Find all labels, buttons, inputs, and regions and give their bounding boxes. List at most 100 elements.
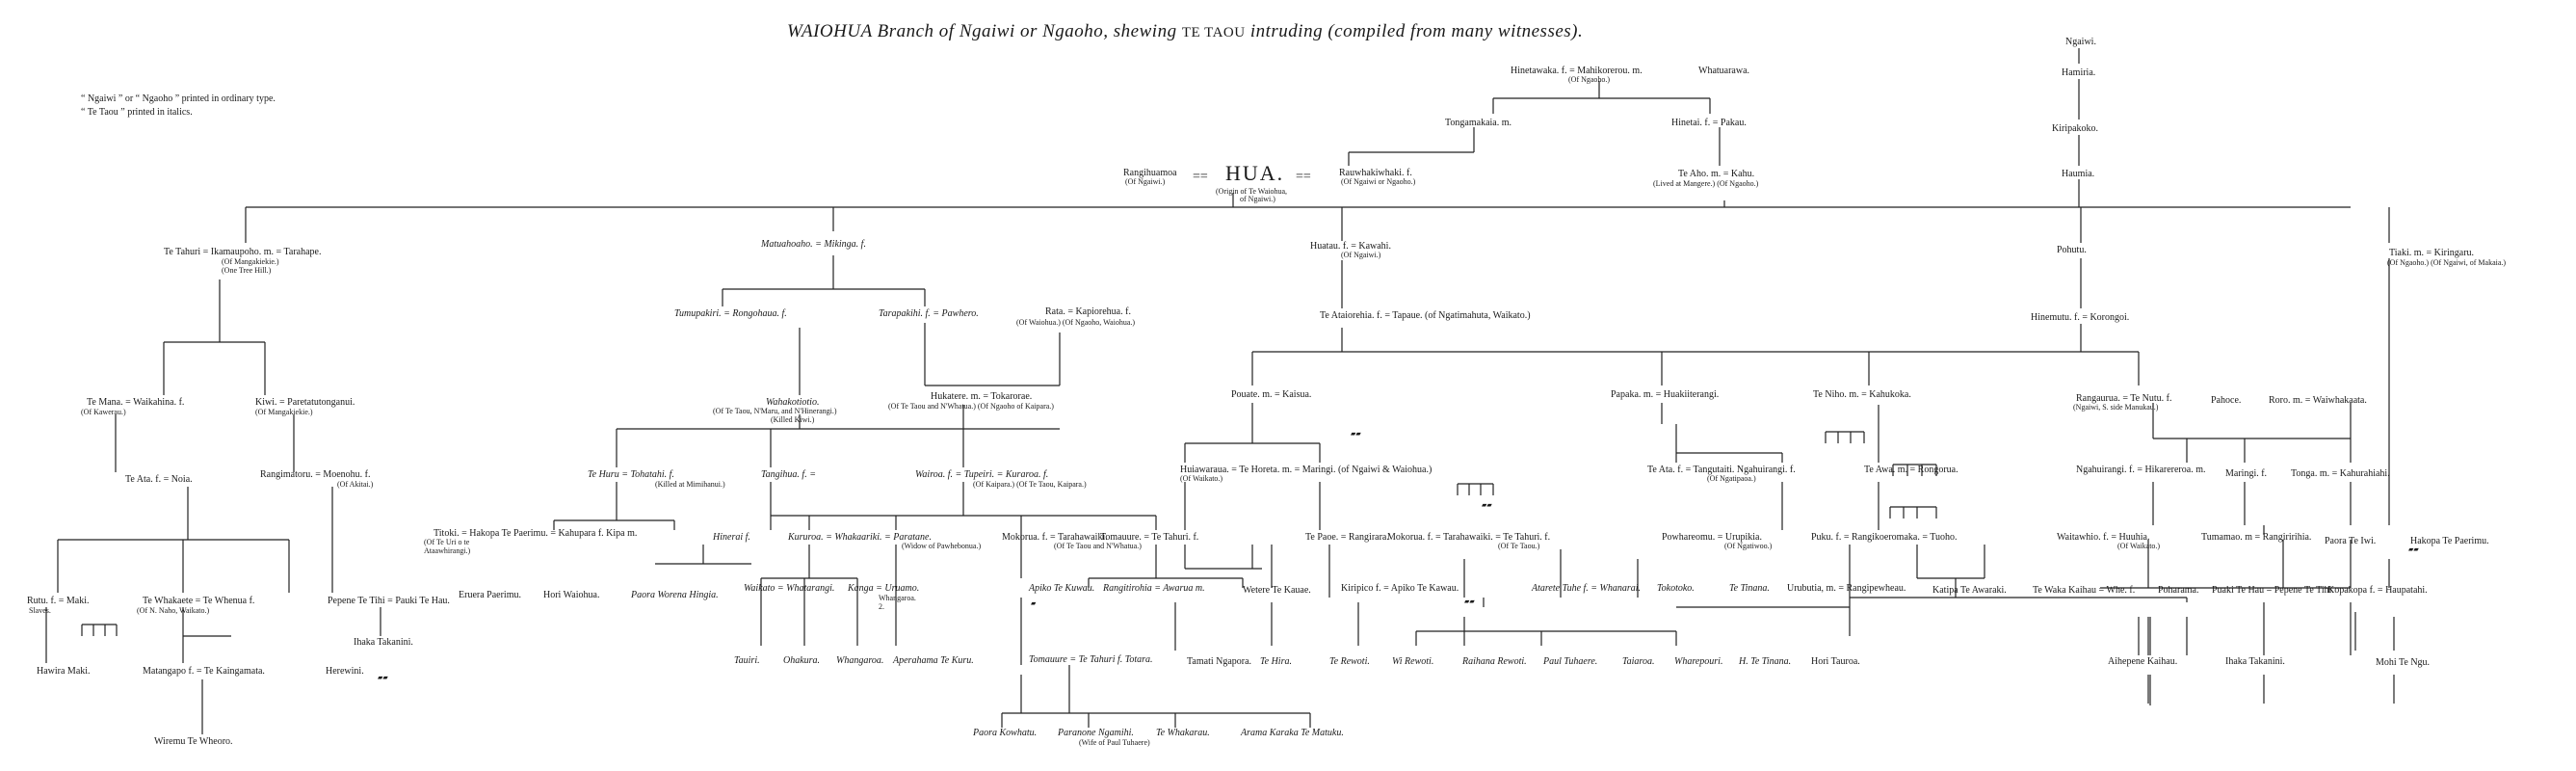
- couple-pepene: Pepene Te Tihi = Pauki Te Hau.: [328, 596, 450, 606]
- couple-tumamao: Tumamao. m = Rangiririhia.: [2201, 532, 2312, 543]
- note-mokorua: (Of Te Taou and N'Whatua.): [1054, 542, 1142, 550]
- note-rangaurua: (Ngaiwi, S. side Manukau.): [2073, 403, 2159, 412]
- note-huiawaraua: (Of Waikato.): [1180, 474, 1223, 483]
- person-paora-te-iwi: Paora Te Iwi.: [2325, 536, 2377, 546]
- couple-teata-noia: Te Ata. f. = Noia.: [125, 474, 193, 485]
- person-ohakura: Ohakura.: [783, 655, 821, 666]
- person-ngaiwi: Ngaiwi.: [2065, 37, 2096, 47]
- person-te-hira: Te Hira.: [1260, 656, 1292, 667]
- couple-teataiorehia: Te Ataiorehia. f. = Tapaue. (of Ngatimah…: [1320, 310, 1531, 321]
- person-pahoce: Pahoce.: [2211, 395, 2242, 406]
- couple-rata: Rata. = Kapiorehua. f.: [1045, 306, 1131, 317]
- person-apiko: Apiko Te Kuwau.: [1029, 583, 1095, 594]
- ink-mark: ▰▰: [378, 674, 388, 681]
- couple-puaki: Puaki Te Hau = Pepene Te Tihi.: [2212, 585, 2334, 596]
- couple-mokorua: Mokorua. f. = Tarahawaiki.: [1002, 532, 1108, 543]
- note-rauwhakiwhaki: (Of Ngaiwi or Ngaoho.): [1341, 177, 1416, 186]
- note-teruru: (Killed at Mimihanui.): [655, 480, 725, 489]
- person-hinerai: Hinerai f.: [713, 532, 750, 543]
- couple-teawa: Te Awa. m. = Rongorua.: [1864, 465, 1958, 475]
- person-wahakotiotio: Wahakotiotio.: [766, 397, 820, 408]
- note-wahakotiotio-2: (Killed Kiwi.): [771, 415, 815, 424]
- couple-powhareomu: Powhareomu. = Urupikia.: [1662, 532, 1762, 543]
- legend-ngaiwi: “ Ngaiwi ” or “ Ngaoho ” printed in ordi…: [81, 93, 276, 104]
- note-kanga: Whangaroa. 2.: [879, 594, 916, 611]
- couple-hinetai: Hinetai. f. = Pakau.: [1671, 118, 1747, 128]
- person-paora-worena: Paora Worena Hingia.: [631, 590, 719, 600]
- person-paul-tuhaere: Paul Tuhaere.: [1543, 656, 1598, 667]
- person-hori-tauroa: Hori Tauroa.: [1811, 656, 1860, 667]
- couple-waikato: Waikato = Whatarangi.: [744, 583, 835, 594]
- note-tewhakaete: (Of N. Naho, Waikato.): [137, 606, 210, 615]
- couple-wairoa: Wairoa. f. = Tupeiri. = Kuraroa. f.: [915, 469, 1049, 480]
- couple-rutu: Rutu. f. = Maki.: [27, 596, 90, 606]
- person-wetere: Wetere Te Kauae.: [1243, 585, 1311, 596]
- note-teata-tangutaiti: (Of Ngatipaoa.): [1707, 474, 1756, 483]
- person-rangihuamoa: Rangihuamoa: [1123, 168, 1177, 178]
- person-tauiri: Tauiri.: [734, 655, 760, 666]
- note-hukatere: (Of Te Taou and N'Whatua.) (Of Ngaoho of…: [888, 402, 1054, 411]
- person-wharepouri: Wharepouri.: [1674, 656, 1723, 667]
- title-part-1: WAIOHUA Branch of Ngaiwi or Ngaoho, shew…: [787, 21, 1182, 41]
- person-te-whakarau: Te Whakarau.: [1156, 728, 1210, 738]
- note-teaho: (Lived at Mangere.) (Of Ngaoho.): [1653, 179, 1759, 188]
- couple-urubutia: Urubutia, m. = Rangipewheau.: [1787, 583, 1906, 594]
- person-hawira: Hawira Maki.: [37, 666, 91, 677]
- person-te-tinana: Te Tinana.: [1729, 583, 1770, 594]
- couple-kopakopa: Kopakopa f. = Haupatahi.: [2327, 585, 2428, 596]
- couple-hinemutu: Hinemutu. f. = Korongoi.: [2031, 312, 2130, 323]
- person-eruera: Eruera Paerimu.: [459, 590, 521, 600]
- couple-teata-tangutaiti: Te Ata. f. = Tangutaiti. Ngahuirangi. f.: [1647, 465, 1796, 475]
- couple-rangaurua: Rangaurua. = Te Nutu. f.: [2076, 393, 2172, 404]
- person-hori-waiohua: Hori Waiohua.: [543, 590, 600, 600]
- person-raihana: Raihana Rewoti.: [1462, 656, 1527, 667]
- person-maringi: Maringi. f.: [2225, 468, 2268, 479]
- person-hakopa-te-paerimu: Hakopa Te Paerimu.: [2410, 536, 2489, 546]
- note-tetahuri-2: (One Tree Hill.): [222, 266, 272, 275]
- ink-mark: ▰▰: [1351, 430, 1361, 438]
- person-rauwhakiwhaki: Rauwhakiwhaki. f.: [1339, 168, 1412, 178]
- couple-papaka: Papaka. m. = Huakiiterangi.: [1611, 389, 1720, 400]
- person-tongamakaia: Tongamakaia. m.: [1445, 118, 1511, 128]
- couple-tomauure-totara: Tomauure = Te Tahuri f. Totara.: [1029, 654, 1153, 665]
- couple-tonga: Tonga. m. = Kahurahiahi.: [2291, 468, 2390, 479]
- couple-waitawhio: Waitawhio. f. = Huuhia.: [2057, 532, 2150, 543]
- note-rata: (Of Waiohua.) (Of Ngaoho, Waiohua.): [1016, 318, 1136, 327]
- person-pohutu: Pohutu.: [2057, 245, 2087, 255]
- person-poharama: Poharama.: [2158, 585, 2199, 596]
- couple-hinetawaka: Hinetawaka. f. = Mahikorerou. m.: [1511, 66, 1643, 76]
- note-powhareomu: (Of Ngatiwoo.): [1724, 542, 1773, 550]
- note-paranone: (Wife of Paul Tuhaere): [1079, 738, 1150, 747]
- ink-mark: ▰▰: [1464, 598, 1475, 605]
- person-h-te-tinana: H. Te Tinana.: [1739, 656, 1792, 667]
- title-te-taou: TE TAOU: [1181, 25, 1246, 40]
- couple-tewhakaete: Te Whakaete = Te Whenua f.: [143, 596, 255, 606]
- note-huatau: (Of Ngaiwi.): [1341, 251, 1381, 259]
- person-ihaka-takanini-1: Ihaka Takanini.: [354, 637, 413, 648]
- person-taiaroa: Taiaroa.: [1622, 656, 1655, 667]
- person-kiripakoko: Kiripakoko.: [2052, 123, 2099, 134]
- person-haumia: Haumia.: [2062, 169, 2095, 179]
- person-mohi: Mohi Te Ngu.: [2376, 657, 2431, 668]
- person-whatuarawa: Whatuarawa.: [1698, 66, 1750, 76]
- person-paora-kowhatu: Paora Kowhatu.: [973, 728, 1038, 738]
- couple-tiaki: Tiaki. m. = Kiringaru.: [2389, 248, 2475, 258]
- couple-huatau: Huatau. f. = Kawahi.: [1310, 241, 1391, 252]
- couple-tepaoe: Te Paoe. = Rangirara.: [1305, 532, 1389, 543]
- person-hamiria: Hamiria.: [2062, 67, 2096, 78]
- note-rangihuamoa: (Of Ngaiwi.): [1125, 177, 1166, 186]
- note-tetahuri-1: (Of Mangakiekie.): [222, 257, 279, 266]
- note-waitawhio: (Of Waikato.): [2117, 542, 2161, 550]
- ink-mark: ▰▰: [2408, 545, 2419, 553]
- couple-rangimatoru: Rangimatoru. = Moenohu. f.: [260, 469, 371, 480]
- couple-temana: Te Mana. = Waikahina. f.: [87, 397, 185, 408]
- couple-kiwi: Kiwi. = Paretatutonganui.: [255, 397, 355, 408]
- person-hua: HUA.: [1225, 161, 1285, 185]
- couple-tomauure: Tomauure. = Te Tahuri. f.: [1100, 532, 1199, 543]
- couple-kanga: Kanga = Uruamo.: [848, 583, 920, 594]
- note-tiaki: (Of Ngaoho.) (Of Ngaiwi, of Makaia.): [2387, 258, 2507, 267]
- note-wahakotiotio-1: (Of Te Taou, N'Maru, and N'Hinerangi.): [713, 407, 837, 415]
- note-rangimatoru: (Of Akitai.): [337, 480, 374, 489]
